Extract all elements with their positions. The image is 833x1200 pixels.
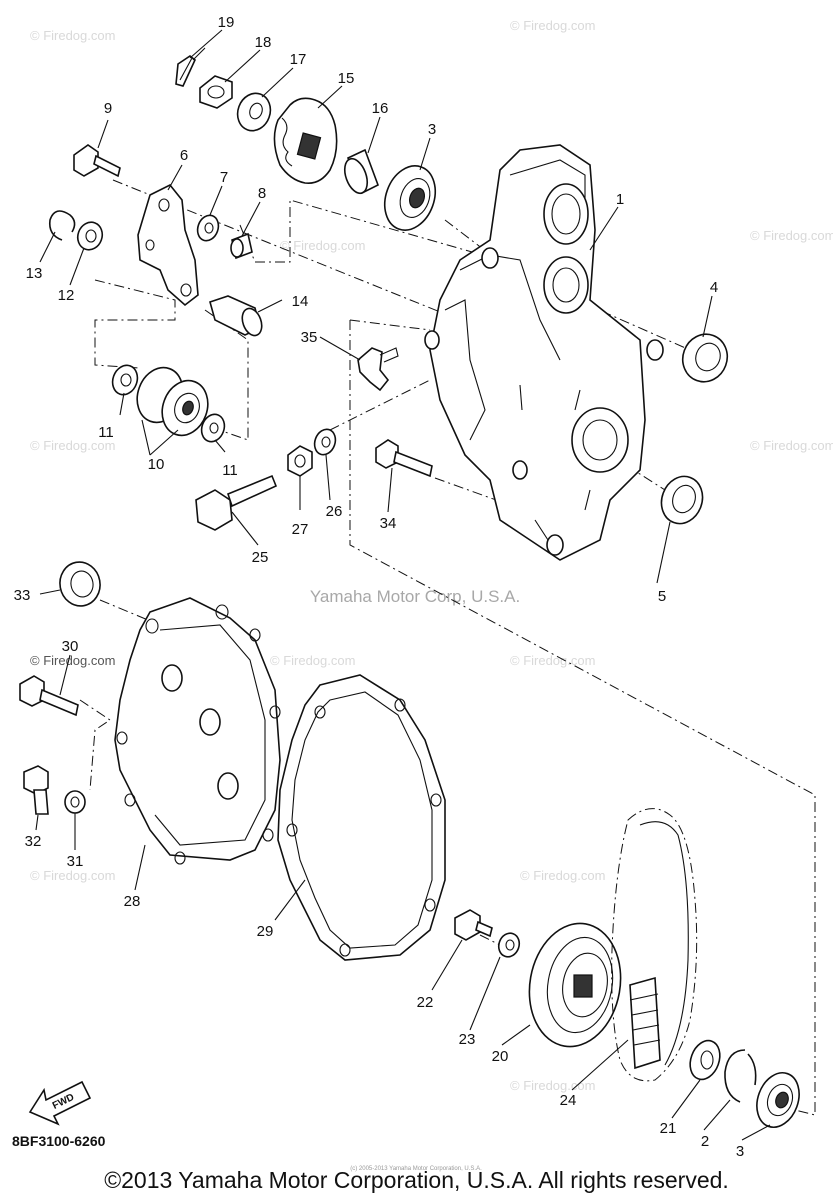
part-label-11-left: 11 — [98, 424, 114, 441]
washer-part — [64, 790, 86, 814]
watermark-site: © Firedog.com — [30, 653, 115, 668]
watermark-site: © Firedog.com — [30, 28, 115, 43]
part-label-17: 17 — [290, 51, 307, 68]
part-label-26: 26 — [326, 503, 343, 520]
leader-lines — [35, 29, 771, 1141]
chain-part — [611, 808, 698, 1082]
bracket-part — [137, 183, 199, 307]
part-label-4: 4 — [710, 279, 718, 296]
watermark-site: © Firedog.com — [750, 228, 833, 243]
part-label-23: 23 — [459, 1031, 476, 1048]
bolt-part — [19, 675, 79, 717]
part-label-21: 21 — [660, 1120, 677, 1137]
part-label-12: 12 — [58, 287, 75, 304]
bolt-part — [73, 144, 121, 178]
part-label-18: 18 — [255, 34, 272, 51]
sprocket-part — [528, 922, 622, 1048]
part-label-9: 9 — [104, 100, 112, 117]
watermark-site: © Firedog.com — [750, 438, 833, 453]
grease-nipple-part — [357, 347, 399, 392]
watermark-site: © Firedog.com — [280, 238, 365, 253]
watermark-site: © Firedog.com — [510, 653, 595, 668]
watermark-group: © Firedog.com © Firedog.com © Firedog.co… — [30, 18, 833, 1172]
bearing-part — [756, 1072, 800, 1128]
part-label-27: 27 — [292, 521, 309, 538]
oil-seal-part — [681, 333, 729, 383]
part-label-5: 5 — [658, 588, 666, 605]
washer-part — [200, 413, 226, 443]
part-label-31: 31 — [67, 853, 84, 870]
shaft-part — [209, 295, 263, 337]
nut-part — [199, 75, 233, 109]
bolt-part — [454, 909, 493, 941]
part-label-10: 10 — [148, 456, 165, 473]
circlip-part — [724, 1049, 757, 1103]
part-label-14: 14 — [292, 293, 309, 310]
part-labels: 19 18 17 15 16 3 1 4 5 9 6 7 8 13 12 14 … — [14, 14, 745, 1160]
washer-part — [497, 932, 521, 958]
chain-case-part — [424, 144, 664, 561]
part-label-22: 22 — [417, 994, 434, 1011]
cotter-pin-part — [175, 47, 206, 87]
part-label-33: 33 — [14, 587, 31, 604]
part-label-25: 25 — [252, 549, 269, 566]
bolt-part — [195, 474, 278, 531]
gasket-part — [277, 674, 446, 961]
watermark-site: © Firedog.com — [510, 1078, 595, 1093]
copyright-footer: ©2013 Yamaha Motor Corporation, U.S.A. A… — [104, 1167, 729, 1193]
part-label-13: 13 — [26, 265, 43, 282]
oil-seal-part — [59, 561, 101, 607]
watermark-site: © Firedog.com — [30, 868, 115, 883]
watermark-tiny: (c) 2005-2013 Yamaha Motor Corporation, … — [350, 1166, 482, 1172]
part-label-15: 15 — [338, 70, 355, 87]
part-label-20: 20 — [492, 1048, 509, 1065]
part-label-35: 35 — [301, 329, 318, 346]
washer-part — [196, 214, 220, 242]
collar-part — [343, 148, 379, 195]
cover-part — [114, 597, 281, 865]
bolt-part — [23, 765, 49, 815]
part-label-30: 30 — [62, 638, 79, 655]
part-label-8: 8 — [258, 185, 266, 202]
part-label-34: 34 — [380, 515, 397, 532]
part-label-24: 24 — [560, 1092, 577, 1109]
collar-part — [689, 1039, 721, 1081]
bolt-part — [375, 439, 433, 478]
circlip-part — [48, 210, 76, 241]
oil-seal-part — [660, 475, 704, 525]
washer-part — [111, 364, 139, 396]
bearing-part — [136, 366, 209, 437]
part-label-6: 6 — [180, 147, 188, 164]
watermark-site: © Firedog.com — [510, 18, 595, 33]
part-label-32: 32 — [25, 833, 42, 850]
part-label-3-bottom: 3 — [736, 1143, 744, 1160]
part-label-16: 16 — [372, 100, 389, 117]
part-label-1: 1 — [616, 191, 624, 208]
part-label-28: 28 — [124, 893, 141, 910]
watermark-site: © Firedog.com — [270, 653, 355, 668]
collar-part — [230, 232, 253, 260]
watermark-site: © Firedog.com — [30, 438, 115, 453]
fwd-arrow-icon: FWD — [28, 1080, 92, 1126]
watermark-center: Yamaha Motor Corp, U.S.A. — [310, 587, 520, 606]
watermark-site: © Firedog.com — [520, 868, 605, 883]
drawing-code: 8BF3100-6260 — [12, 1133, 106, 1149]
nut-part — [287, 445, 313, 477]
washer-part — [313, 428, 337, 456]
part-label-2: 2 — [701, 1133, 709, 1150]
part-label-19: 19 — [218, 14, 235, 31]
part-label-3-top: 3 — [428, 121, 436, 138]
part-label-7: 7 — [220, 169, 228, 186]
washer-part — [76, 221, 104, 251]
washer-part — [236, 92, 272, 132]
sprocket-part — [273, 97, 338, 185]
bearing-part — [383, 165, 437, 231]
part-label-11-right: 11 — [222, 462, 238, 479]
part-label-29: 29 — [257, 923, 274, 940]
